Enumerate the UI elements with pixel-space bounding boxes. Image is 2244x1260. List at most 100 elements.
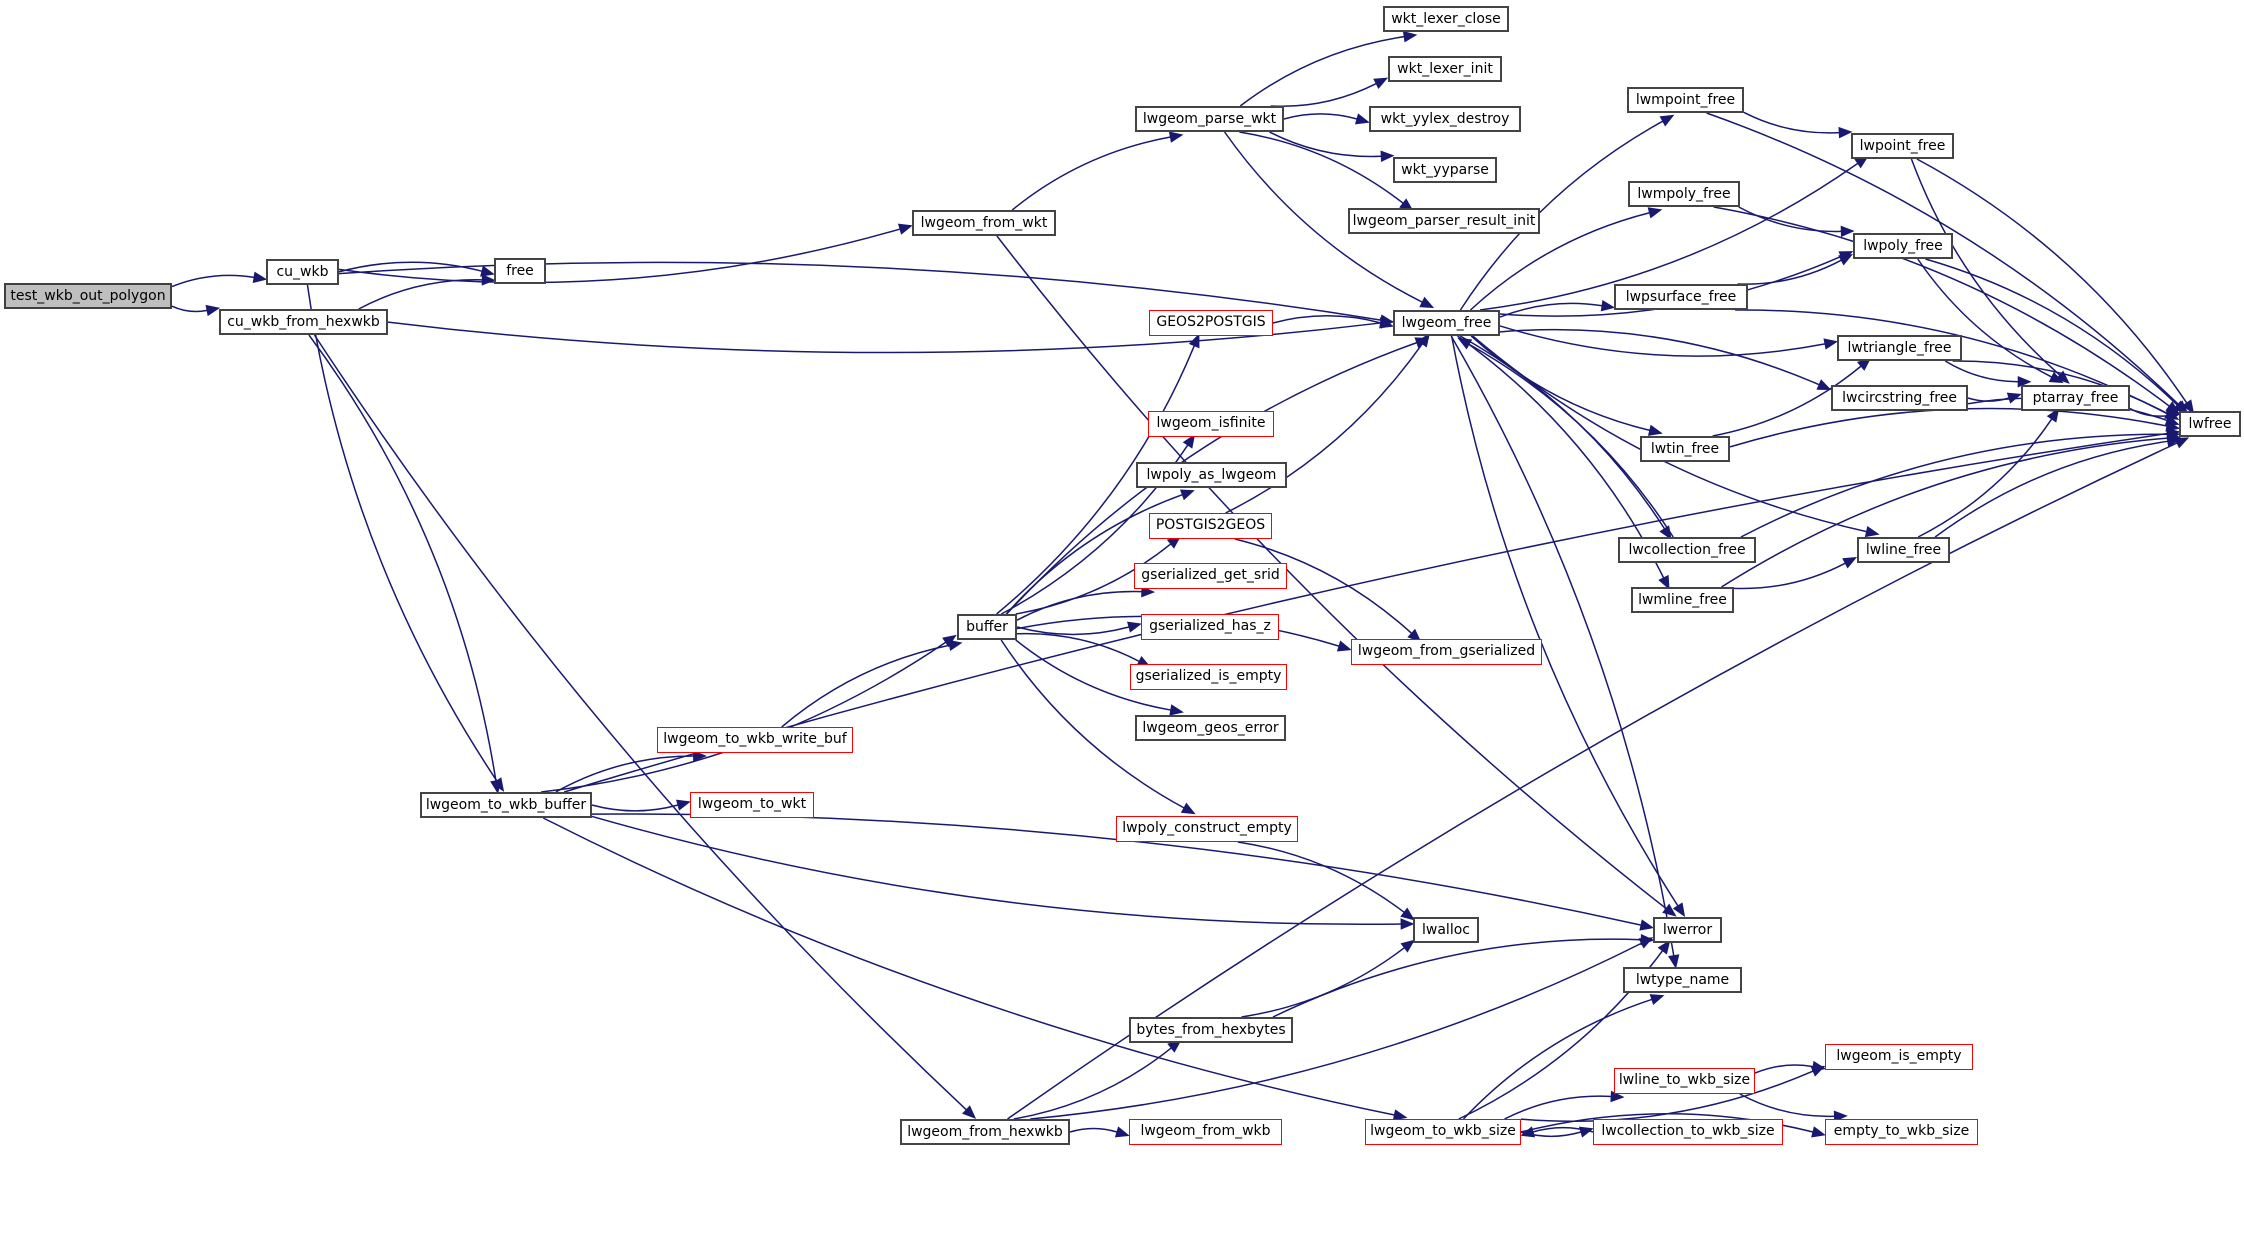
edge-lwline_to_wkb_size-to-lwgeom_is_empty — [1754, 1064, 1814, 1074]
node-lwerror[interactable]: lwerror — [1653, 917, 1722, 943]
edge-lwtriangle_free-to-lwfree — [1952, 360, 2168, 415]
edge-lwgeom_to_wkb_size-to-lwline_to_wkb_size — [1504, 1095, 1612, 1120]
edge-lwtin_free-to-lwtriangle_free — [1712, 365, 1862, 437]
node-lwcollection-to-wkb-size[interactable]: lwcollection_to_wkb_size — [1593, 1119, 1783, 1145]
node-lwgeom-from-hexwkb[interactable]: lwgeom_from_hexwkb — [900, 1119, 1070, 1145]
edge-lwgeom_to_wkb_buffer-to-lwgeom_to_wkt — [591, 804, 679, 812]
arrowhead-icon — [252, 271, 268, 284]
node-wkt-lexer-init[interactable]: wkt_lexer_init — [1388, 56, 1502, 82]
arrowhead-icon — [490, 779, 502, 795]
edge-lwgeom_free-to-lwcircstring_free — [1499, 328, 1820, 386]
arrowhead-icon — [2048, 371, 2064, 384]
node-postgis2geos[interactable]: POSTGIS2GEOS — [1149, 513, 1272, 539]
arrowhead-icon — [1657, 939, 1671, 955]
edge-cu_wkb-to-free — [338, 261, 483, 273]
arrowhead-icon — [480, 265, 495, 277]
arrowhead-icon — [2165, 427, 2181, 440]
edge-lwline_to_wkb_size-to-empty_to_wkb_size — [1739, 1093, 1835, 1118]
arrowhead-icon — [1600, 299, 1616, 312]
node-lwgeom-to-wkt[interactable]: lwgeom_to_wkt — [690, 792, 814, 818]
node-bytes-from-hexbytes[interactable]: bytes_from_hexbytes — [1129, 1017, 1293, 1043]
node-lwgeom-to-wkb-size[interactable]: lwgeom_to_wkb_size — [1365, 1119, 1521, 1145]
edge-cu_wkb_from_hexwkb-to-lwgeom_free — [387, 321, 1382, 354]
node-empty-to-wkb-size[interactable]: empty_to_wkb_size — [1825, 1119, 1978, 1145]
edge-test_wkb_out_polygon-to-cu_wkb — [171, 274, 255, 288]
node-lwfree[interactable]: lwfree — [2179, 411, 2241, 437]
node-lwmpoint-free[interactable]: lwmpoint_free — [1627, 87, 1744, 113]
edge-bytes_from_hexbytes-to-lwalloc — [1241, 947, 1405, 1018]
edge-lwgeom_free-to-lwerror — [1450, 335, 1679, 907]
node-lwgeom-parse-wkt[interactable]: lwgeom_parse_wkt — [1135, 106, 1284, 132]
node-lwcircstring-free[interactable]: lwcircstring_free — [1831, 385, 1968, 411]
edge-lwgeom_from_wkt-to-lwerror — [996, 235, 1667, 910]
node-lwpoly-construct-empty[interactable]: lwpoly_construct_empty — [1116, 816, 1298, 842]
edge-cu_wkb-to-lwgeom_from_wkt — [338, 228, 901, 284]
edge-lwgeom_parse_wkt-to-wkt_lexer_init — [1270, 82, 1377, 108]
node-lwline-to-wkb-size[interactable]: lwline_to_wkb_size — [1614, 1068, 1755, 1094]
edge-lwmpoly_free-to-lwfree — [1713, 206, 2170, 407]
arrowhead-icon — [942, 634, 957, 648]
arrowhead-icon — [962, 1105, 977, 1119]
arrowhead-icon — [2181, 399, 2195, 414]
node-lwline-free[interactable]: lwline_free — [1857, 537, 1950, 563]
arrowhead-icon — [1638, 937, 1654, 949]
arrowhead-icon — [1380, 150, 1395, 162]
node-lwgeom-geos-error[interactable]: lwgeom_geos_error — [1135, 715, 1286, 741]
node-cu-wkb[interactable]: cu_wkb — [266, 259, 339, 285]
edge-POSTGIS2GEOS-to-lwgeom_from_gserialized — [1234, 538, 1413, 634]
arrowhead-icon — [2166, 410, 2181, 422]
node-gserialized-get-srid[interactable]: gserialized_get_srid — [1134, 563, 1287, 589]
edge-lwgeom_parse_wkt-to-wkt_yyparse — [1269, 131, 1382, 158]
arrowhead-icon — [1659, 114, 1675, 127]
node-lwpsurface-free[interactable]: lwpsurface_free — [1614, 284, 1748, 310]
node-lwtriangle-free[interactable]: lwtriangle_free — [1837, 335, 1962, 361]
edge-buffer-to-lwpoly_as_lwgeom — [1005, 494, 1183, 615]
edge-lwgeom_to_wkb_buffer-to-lwgeom_to_wkb_write_buf — [555, 755, 694, 793]
node-wkt-yylex-destroy[interactable]: wkt_yylex_destroy — [1369, 106, 1521, 132]
node-lwtype-name[interactable]: lwtype_name — [1623, 967, 1742, 993]
edge-lwgeom_to_wkb_write_buf-to-buffer — [781, 644, 950, 728]
node-lwgeom-from-wkb[interactable]: lwgeom_from_wkb — [1129, 1119, 1282, 1145]
node-lwgeom-parser-result-init[interactable]: lwgeom_parser_result_init — [1348, 208, 1540, 234]
node-lwcollection-free[interactable]: lwcollection_free — [1618, 537, 1756, 563]
node-lwgeom-isfinite[interactable]: lwgeom_isfinite — [1148, 411, 1274, 437]
arrowhead-icon — [2174, 437, 2190, 449]
node-lwgeom-is-empty[interactable]: lwgeom_is_empty — [1825, 1044, 1973, 1070]
node-lwmpoly-free[interactable]: lwmpoly_free — [1628, 181, 1740, 207]
arrowhead-icon — [1520, 1126, 1536, 1138]
node-wkt-lexer-close[interactable]: wkt_lexer_close — [1383, 6, 1509, 32]
node-test-wkb-out-polygon: test_wkb_out_polygon — [4, 283, 172, 309]
node-lwpoly-free[interactable]: lwpoly_free — [1853, 233, 1953, 259]
edge-cu_wkb_from_hexwkb-to-lwgeom_to_wkb_buffer — [308, 334, 497, 782]
node-lwtin-free[interactable]: lwtin_free — [1640, 436, 1730, 462]
arrowhead-icon — [1414, 337, 1430, 349]
arrowhead-icon — [1658, 574, 1670, 590]
edge-lwgeom_from_hexwkb-to-lwerror — [1030, 942, 1642, 1120]
node-lwalloc[interactable]: lwalloc — [1413, 917, 1479, 943]
edge-buffer-to-lwpoly_construct_empty — [1000, 639, 1185, 809]
node-cu-wkb-from-hexwkb[interactable]: cu_wkb_from_hexwkb — [219, 309, 388, 335]
node-lwgeom-to-wkb-write-buf[interactable]: lwgeom_to_wkb_write_buf — [657, 727, 853, 753]
node-gserialized-is-empty[interactable]: gserialized_is_empty — [1130, 664, 1287, 690]
node-lwpoint-free[interactable]: lwpoint_free — [1851, 133, 1954, 159]
arrowhead-icon — [1647, 424, 1663, 436]
node-lwgeom-free[interactable]: lwgeom_free — [1393, 310, 1500, 336]
arrowhead-icon — [1419, 296, 1435, 309]
node-ptarray-free[interactable]: ptarray_free — [2021, 385, 2130, 411]
node-free[interactable]: free — [494, 258, 546, 284]
arrowhead-icon — [1402, 31, 1418, 43]
node-gserialized-has-z[interactable]: gserialized_has_z — [1141, 614, 1279, 640]
edge-lwcollection_to_wkb_size-to-lwgeom_to_wkb_size — [1532, 1126, 1594, 1133]
node-lwgeom-to-wkb-buffer[interactable]: lwgeom_to_wkb_buffer — [420, 792, 592, 818]
edge-lwgeom_from_hexwkb-to-lwgeom_from_wkb — [1069, 1127, 1118, 1133]
node-lwgeom-from-wkt[interactable]: lwgeom_from_wkt — [912, 210, 1056, 236]
node-wkt-yyparse[interactable]: wkt_yyparse — [1393, 157, 1497, 183]
arrowhead-icon — [897, 223, 913, 235]
node-buffer[interactable]: buffer — [957, 614, 1017, 640]
node-lwmline-free[interactable]: lwmline_free — [1631, 587, 1734, 613]
node-lwpoly-as-lwgeom[interactable]: lwpoly_as_lwgeom — [1136, 462, 1287, 488]
node-lwgeom-from-gserialized[interactable]: lwgeom_from_gserialized — [1351, 639, 1542, 665]
edge-cu_wkb_from_hexwkb-to-lwgeom_from_hexwkb — [313, 334, 967, 1111]
arrowhead-icon — [1400, 918, 1415, 930]
node-geos2postgis[interactable]: GEOS2POSTGIS — [1149, 310, 1273, 336]
